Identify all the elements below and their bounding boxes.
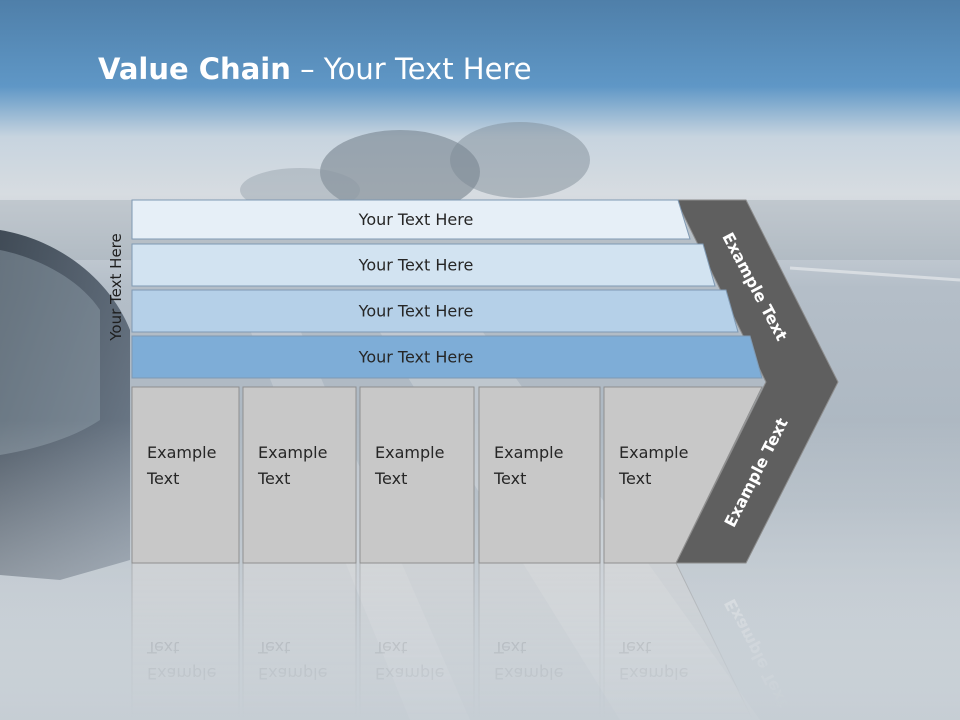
activity-column xyxy=(359,386,475,564)
row-label: Your Text Here xyxy=(358,348,474,367)
activity-column xyxy=(478,386,601,564)
row-bar xyxy=(131,243,716,287)
reflection-column-line1: Example xyxy=(619,664,688,683)
column-label-line1: Example xyxy=(375,443,444,462)
column-label-line2: Text xyxy=(374,469,407,488)
reflection-column-line2: Text xyxy=(374,638,407,657)
row-bar xyxy=(131,335,763,379)
reflection-column-line1: Example xyxy=(258,664,327,683)
reflection-column-line2: Text xyxy=(146,638,179,657)
activity-column xyxy=(131,386,240,564)
row-label: Your Text Here xyxy=(358,256,474,275)
activity-column xyxy=(603,386,763,564)
row-bar xyxy=(131,199,691,240)
reflection-column-line2: Text xyxy=(257,638,290,657)
column-label-line2: Text xyxy=(493,469,526,488)
slide-title: Value Chain – Your Text Here xyxy=(98,52,532,86)
chevron-shape xyxy=(675,199,839,564)
reflection-column-line1: Example xyxy=(147,664,216,683)
title-bold: Value Chain xyxy=(98,52,291,86)
reflection-column-line1: Example xyxy=(494,664,563,683)
column-label-line1: Example xyxy=(619,443,688,462)
reflection-column-line1: Example xyxy=(375,664,444,683)
row-label: Your Text Here xyxy=(358,210,474,229)
column-label-line1: Example xyxy=(494,443,563,462)
activity-column xyxy=(242,386,357,564)
row-bar xyxy=(131,289,739,333)
title-rest: – Your Text Here xyxy=(290,52,532,86)
column-label-line2: Text xyxy=(257,469,290,488)
reflection-column-line2: Text xyxy=(493,638,526,657)
column-label-line2: Text xyxy=(146,469,179,488)
row-label: Your Text Here xyxy=(358,302,474,321)
reflection-column-line2: Text xyxy=(618,638,651,657)
column-label-line2: Text xyxy=(618,469,651,488)
column-label-line1: Example xyxy=(258,443,327,462)
column-label-line1: Example xyxy=(147,443,216,462)
